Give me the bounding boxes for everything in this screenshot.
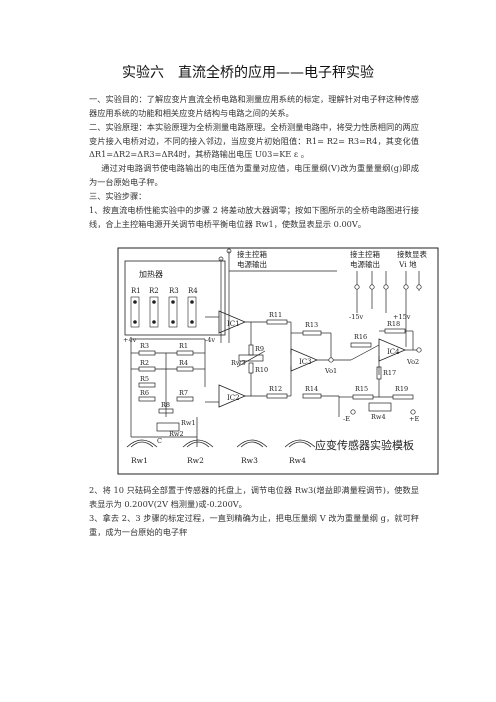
circuit-diagram: 加热器 R1 R2 R3 R4 接主控箱 电源输出 接主控箱 电源输出 接数显表…: [117, 247, 439, 475]
ic3-label: IC3: [299, 358, 312, 366]
meter-label-1: 接数显表: [397, 249, 427, 259]
page-title: 实验六 直流全桥的应用——电子秤实验: [122, 65, 374, 81]
ic4-opamp: [378, 338, 407, 362]
paragraph-calibration: 通过对电路调节使电路输出的电压值为重量对应值，电压量纲(V)改为重量量纲(g)即…: [89, 163, 419, 187]
ic4-label: IC4: [387, 348, 400, 356]
paragraph-steps-heading: 三、实验步骤：: [89, 191, 147, 201]
power-out-b-label-1: 接主控箱: [350, 249, 380, 259]
meter-label-2: Vi 地: [398, 259, 417, 269]
ic2-opamp: [218, 384, 247, 408]
paragraph-purpose: 一、实验目的：了解应变片直流全桥电路和测量应用系统的标定，理解针对电子秤这种传感…: [89, 94, 419, 118]
r8-label: R8: [161, 401, 170, 409]
vo1-label: Vo1: [324, 367, 337, 375]
power-out-b-label-2: 电源输出: [350, 259, 380, 269]
knob-rw3-label: Rw3: [241, 456, 258, 465]
r17-label: R17: [383, 369, 396, 377]
r15-label: R15: [355, 385, 368, 393]
minus-e-label: -E: [343, 415, 350, 423]
r14-label: R14: [305, 385, 318, 393]
bridge-r1-label: R1: [179, 342, 188, 350]
r4-label: R4: [188, 287, 198, 295]
r18-label: R18: [387, 320, 400, 328]
bridge-r4-label: R4: [179, 359, 188, 367]
plus-e-label: +E: [409, 415, 419, 423]
r19-label: R19: [395, 385, 408, 393]
knob-rw4-label: Rw4: [289, 456, 306, 465]
r9-label: R9: [255, 345, 264, 353]
r2-label: R2: [149, 287, 159, 295]
paragraph-principle: 二、实验原理：本实验原理为全桥测量电路原理。全桥测量电路中，将受力性质相同的两应…: [89, 122, 419, 159]
vo2-label: Vo2: [406, 358, 419, 366]
r12-label: R12: [269, 385, 282, 393]
minus-15v-label: -15v: [349, 313, 363, 321]
r11-label: R11: [269, 311, 282, 319]
ic1-label: IC1: [227, 320, 240, 328]
knob-row: [126, 439, 316, 448]
heater-label: 加热器: [139, 269, 163, 279]
r6-label: R6: [140, 389, 149, 397]
paragraph-step2: 2、将 10 只砝码全部置于传感器的托盘上，调节电位器 Rw3(增益即满量程调节…: [89, 485, 419, 509]
minus-4v-label: -4v: [205, 336, 215, 344]
rw4-label: Rw4: [371, 413, 386, 421]
ic3-opamp: [290, 348, 319, 372]
r10-label: R10: [255, 366, 268, 374]
ic1-opamp: [218, 310, 247, 334]
bridge-r3-label: R3: [140, 342, 149, 350]
knob-rw1-label: Rw1: [131, 456, 148, 465]
r3-label: R3: [169, 287, 179, 295]
strain-gauge-grid: [130, 296, 197, 328]
knob-rw2-label: Rw2: [187, 456, 204, 465]
rw2-label: Rw2: [169, 430, 184, 438]
r13-label: R13: [305, 321, 318, 329]
plus-4v-label: +4v: [123, 336, 137, 344]
ic2-label: IC2: [227, 394, 240, 402]
r5-label: R5: [140, 375, 149, 383]
r7-label: R7: [179, 389, 188, 397]
r16-label: R16: [354, 333, 367, 341]
bridge-r2-label: R2: [140, 359, 149, 367]
power-out-label-2: 电源输出: [237, 259, 267, 269]
paragraph-step1: 1、按直流电桥性能实验中的步骤 2 将差动放大器调零；按如下图所示的全桥电路图进…: [89, 205, 419, 229]
module-name: 应变传感器实验模板: [315, 438, 414, 452]
rw1-label: Rw1: [181, 419, 196, 427]
c-label: C: [157, 437, 162, 445]
rw3-label: Rw3: [231, 359, 246, 367]
r1-label: R1: [131, 287, 141, 295]
plus-15v-label: +15v: [393, 313, 411, 321]
paragraph-step3: 3、拿去 2、3 步骤的标定过程，一直到精确为止，把电压量纲 V 改为重量量纲 …: [89, 513, 419, 537]
power-out-label-1: 接主控箱: [237, 249, 267, 259]
